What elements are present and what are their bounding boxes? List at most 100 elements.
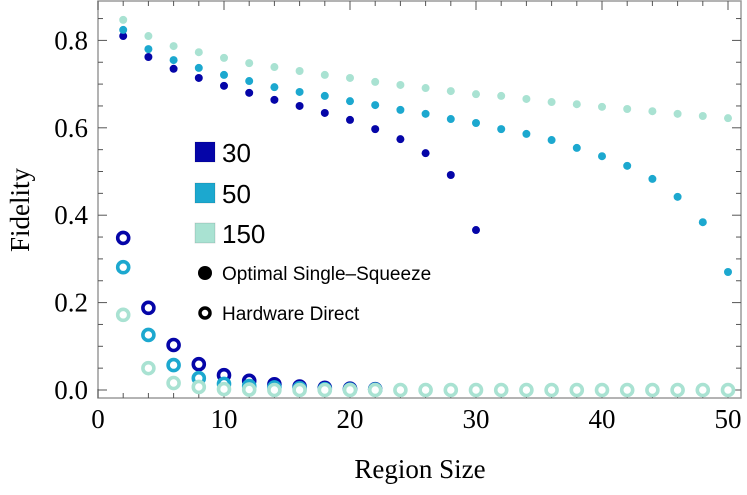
- filled-point: [522, 94, 531, 103]
- filled-point: [472, 90, 480, 99]
- filled-point: [396, 105, 405, 114]
- hollow-point: [191, 356, 207, 372]
- legend-swatch-150: [194, 222, 216, 244]
- filled-point: [220, 53, 228, 62]
- filled-point: [245, 88, 254, 97]
- filled-point: [169, 42, 178, 51]
- hollow-point: [141, 300, 156, 316]
- filled-point: [572, 143, 581, 152]
- hollow-point: [115, 230, 131, 246]
- x-tick-label: 40: [589, 404, 616, 434]
- hollow-point: [115, 307, 131, 323]
- hollow-point: [115, 259, 131, 275]
- hollow-point: [267, 382, 282, 398]
- hollow-point: [544, 382, 559, 398]
- filled-point: [220, 81, 228, 90]
- hollow-point: [342, 382, 358, 398]
- filled-point: [472, 118, 480, 127]
- filled-point: [497, 125, 506, 134]
- filled-point: [320, 108, 329, 117]
- hollow-point: [519, 382, 534, 398]
- filled-point: [572, 100, 581, 109]
- filled-point: [371, 101, 380, 110]
- y-tick-label: 0.2: [54, 288, 88, 318]
- filled-point: [623, 161, 632, 170]
- filled-point: [648, 107, 657, 116]
- hollow-point: [216, 381, 232, 397]
- filled-point: [346, 73, 354, 82]
- filled-point: [295, 87, 304, 96]
- filled-point: [446, 170, 455, 179]
- filled-point: [245, 59, 254, 68]
- filled-point: [547, 136, 556, 145]
- hollow-point: [493, 382, 509, 398]
- legend-label-50: 50: [222, 179, 251, 209]
- hollow-point: [317, 382, 333, 398]
- axis-ticks: [97, 1, 741, 398]
- filled-point: [396, 80, 405, 89]
- legend-swatch-30: [194, 141, 216, 163]
- filled-point: [497, 91, 506, 100]
- y-tick-label: 0.6: [54, 113, 88, 143]
- hollow-point: [468, 382, 484, 398]
- hollow-point: [166, 337, 181, 353]
- hollow-point: [141, 360, 156, 376]
- hollow-point: [241, 382, 257, 397]
- x-tick-label: 0: [91, 404, 105, 434]
- hollow-point: [619, 382, 635, 398]
- legend-label-150: 150: [222, 219, 265, 249]
- filled-point: [119, 15, 128, 24]
- filled-point: [169, 64, 178, 73]
- filled-point: [220, 70, 228, 79]
- filled-point: [472, 226, 480, 235]
- filled-point: [320, 70, 329, 79]
- filled-point: [698, 112, 707, 121]
- filled-point: [144, 53, 153, 62]
- legend-filled-circle-icon: [198, 266, 212, 280]
- filled-point: [144, 45, 153, 54]
- filled-point: [320, 91, 329, 100]
- filled-point: [623, 105, 632, 114]
- legend-marker-label: Hardware Direct: [222, 304, 360, 325]
- x-tick-label: 30: [463, 404, 490, 434]
- filled-point: [194, 73, 203, 82]
- filled-point: [295, 66, 304, 75]
- hollow-point: [393, 382, 408, 398]
- y-tick-label: 0.4: [54, 200, 88, 230]
- filled-point: [698, 218, 707, 227]
- legend-marker-label: Optimal Single–Squeeze: [222, 264, 431, 285]
- filled-point: [270, 95, 279, 104]
- filled-point: [346, 115, 354, 124]
- optimal-single-squeeze-points: [119, 15, 732, 277]
- filled-point: [245, 77, 254, 86]
- hollow-point: [594, 382, 610, 398]
- hollow-point: [191, 379, 207, 395]
- x-axis-label: Region Size: [354, 454, 485, 484]
- hollow-point: [292, 382, 307, 398]
- hollow-point: [695, 382, 711, 398]
- y-tick-label: 0.8: [54, 25, 88, 55]
- filled-point: [673, 109, 682, 118]
- filled-point: [270, 63, 279, 72]
- hollow-point: [670, 382, 685, 398]
- x-tick-label: 50: [715, 404, 742, 434]
- filled-point: [371, 125, 380, 134]
- hollow-point: [418, 382, 433, 398]
- hardware-direct-points: [115, 230, 736, 398]
- filled-point: [194, 48, 203, 57]
- filled-point: [724, 268, 732, 277]
- x-tick-label: 10: [211, 404, 238, 434]
- filled-point: [446, 115, 455, 124]
- filled-point: [598, 102, 606, 111]
- hollow-point: [367, 382, 383, 398]
- filled-point: [673, 192, 682, 201]
- filled-point: [421, 109, 430, 118]
- filled-point: [396, 135, 405, 144]
- hollow-point: [569, 382, 585, 398]
- filled-point: [522, 129, 531, 138]
- y-tick-label: 0.0: [54, 375, 88, 405]
- filled-point: [421, 84, 430, 93]
- filled-point: [598, 152, 606, 161]
